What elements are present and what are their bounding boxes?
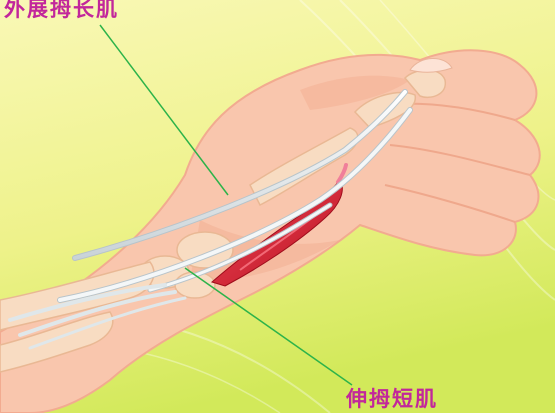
label-extensor-pollicis-brevis: 伸拇短肌: [346, 383, 438, 413]
label-abductor-pollicis-longus: 外展拇长肌: [4, 0, 119, 23]
